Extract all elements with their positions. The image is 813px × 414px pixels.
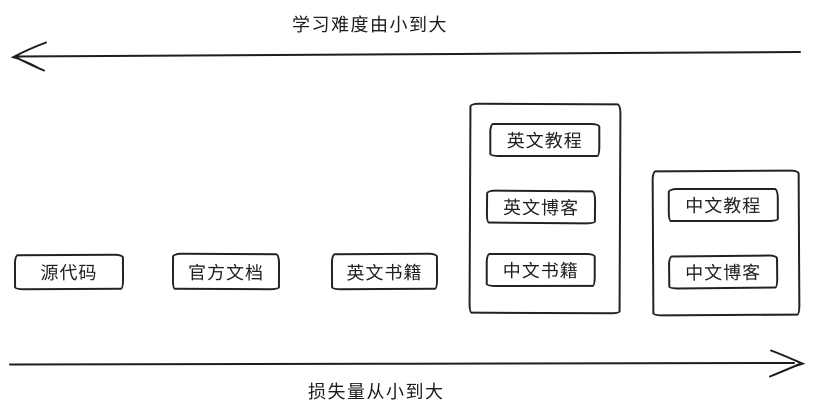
group-box-b: 中文教程 中文博客 (651, 169, 801, 317)
bottom-axis-label: 损失量从小到大 (308, 382, 445, 402)
box-label: 中文博客 (685, 262, 762, 284)
box-label: 源代码 (40, 262, 98, 284)
box-label: 英文教程 (506, 130, 583, 152)
box-label: 官方文档 (187, 262, 265, 283)
box-label: 中文教程 (685, 195, 762, 217)
arrow-head-left-icon (12, 41, 47, 72)
box-english-books: 英文书籍 (330, 252, 439, 291)
top-axis-label: 学习难度由小到大 (292, 15, 448, 35)
group-box-a: 英文教程 英文博客 中文书籍 (468, 102, 622, 315)
box-official-docs: 官方文档 (171, 252, 281, 291)
box-english-tutorials: 英文教程 (489, 122, 601, 158)
difficulty-arrow-left (11, 41, 801, 72)
box-chinese-blogs: 中文博客 (667, 254, 779, 290)
arrow-line (9, 362, 795, 366)
arrow-head-right-icon (769, 349, 804, 378)
box-english-blogs: 英文博客 (485, 189, 597, 225)
loss-arrow-right (9, 349, 805, 378)
box-label: 中文书籍 (502, 260, 579, 282)
box-chinese-books: 中文书籍 (485, 252, 596, 288)
arrow-head-right-sketch-stroke (774, 362, 805, 376)
box-label: 英文博客 (502, 197, 580, 219)
arrow-line (15, 51, 801, 58)
box-chinese-tutorials: 中文教程 (667, 187, 779, 223)
arrow-head-left-sketch-stroke (11, 56, 39, 69)
box-label: 英文书籍 (346, 262, 423, 283)
box-source-code: 源代码 (13, 253, 125, 291)
